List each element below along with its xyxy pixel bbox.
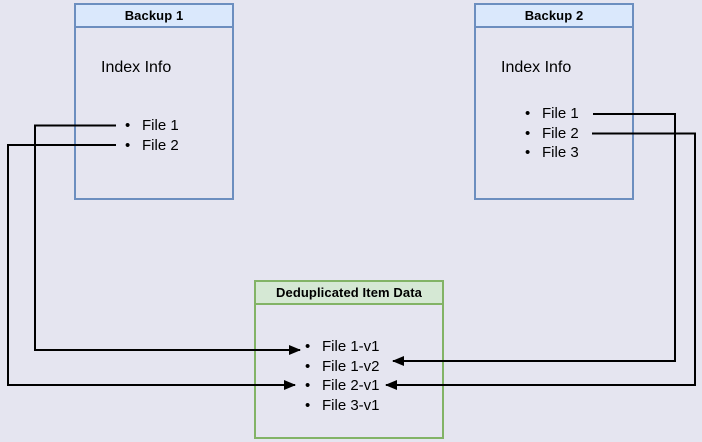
index-info-label: Index Info — [101, 59, 172, 76]
list-item: File 2 — [476, 124, 632, 144]
list-item: File 2 — [76, 136, 232, 156]
node-deduplicated-item-data-body: File 1-v1 File 1-v2 File 2-v1 File 3-v1 — [256, 305, 442, 437]
list-item: File 1 — [76, 116, 232, 136]
node-backup-1-body: Index Info File 1 File 2 — [76, 28, 232, 198]
list-item: File 2-v1 — [256, 376, 442, 396]
file-version-list: File 1-v1 File 1-v2 File 2-v1 File 3-v1 — [256, 337, 442, 415]
list-item: File 1-v1 — [256, 337, 442, 357]
list-item: File 3-v1 — [256, 396, 442, 416]
node-backup-1: Backup 1 Index Info File 1 File 2 — [74, 3, 234, 200]
list-item: File 1-v2 — [256, 357, 442, 377]
node-deduplicated-item-data: Deduplicated Item Data File 1-v1 File 1-… — [254, 280, 444, 439]
node-backup-2-title: Backup 2 — [476, 5, 632, 28]
node-backup-1-title: Backup 1 — [76, 5, 232, 28]
index-info-label: Index Info — [501, 59, 572, 76]
node-backup-2: Backup 2 Index Info File 1 File 2 File 3 — [474, 3, 634, 200]
file-list: File 1 File 2 File 3 — [476, 104, 632, 163]
node-backup-2-body: Index Info File 1 File 2 File 3 — [476, 28, 632, 198]
node-deduplicated-item-data-title: Deduplicated Item Data — [256, 282, 442, 305]
list-item: File 1 — [476, 104, 632, 124]
list-item: File 3 — [476, 143, 632, 163]
file-list: File 1 File 2 — [76, 116, 232, 155]
